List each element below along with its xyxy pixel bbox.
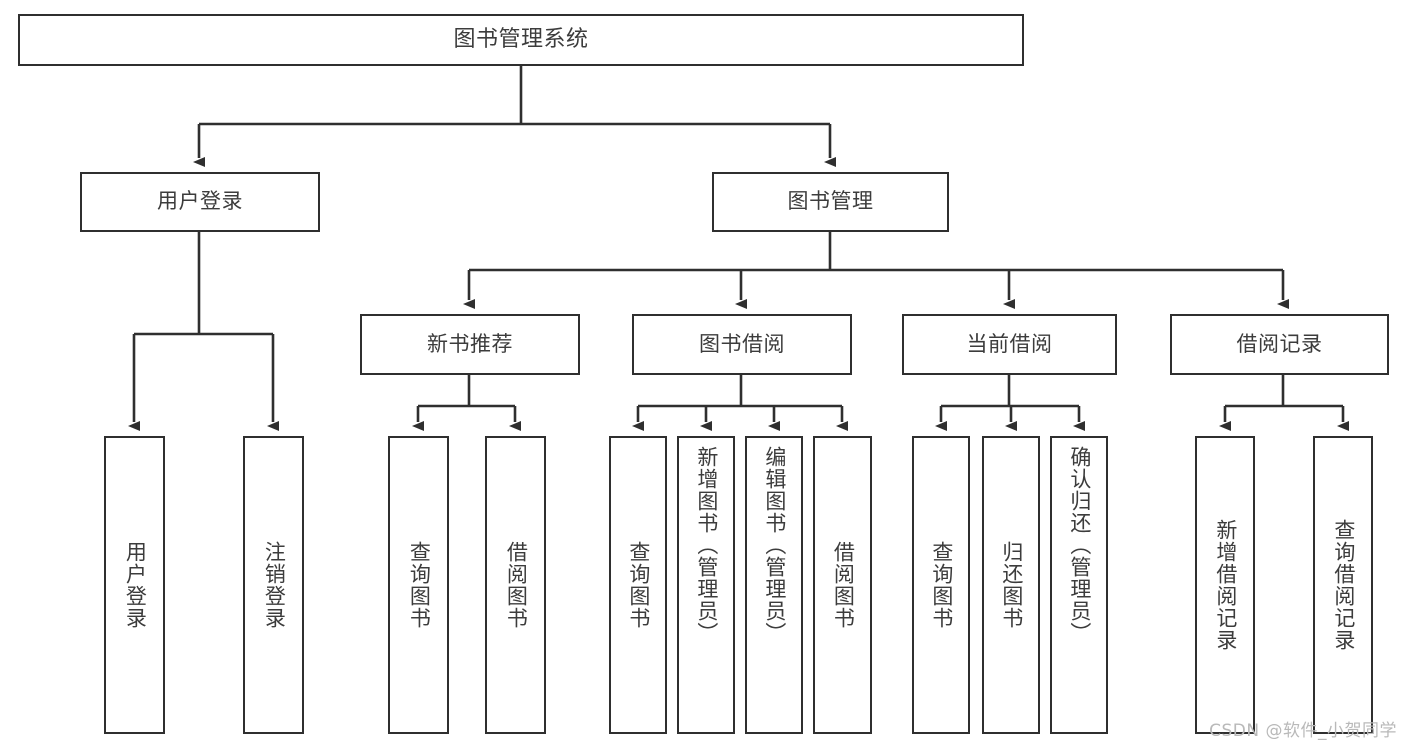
node-book-borrow[interactable]: 图书借阅 (632, 314, 852, 375)
node-leaf-query-borrow-record[interactable]: 查询借阅记录 (1313, 436, 1373, 734)
node-leaf-add-book-admin-label: 新增图书（管理员） (694, 446, 719, 644)
csdn-watermark: CSDN @软件_小贺同学 (1209, 721, 1397, 741)
node-leaf-borrow-book-2-label: 借阅图书 (831, 541, 856, 629)
node-leaf-logout-label: 注销登录 (262, 541, 287, 629)
node-leaf-user-login-label: 用户登录 (123, 541, 148, 629)
node-borrow-record-label: 借阅记录 (1236, 331, 1323, 356)
node-leaf-user-login[interactable]: 用户登录 (104, 436, 165, 734)
node-leaf-query-book-3-label: 查询图书 (929, 541, 954, 629)
node-leaf-query-book-1-label: 查询图书 (407, 541, 432, 629)
node-borrow-record[interactable]: 借阅记录 (1170, 314, 1389, 375)
node-leaf-add-book-admin[interactable]: 新增图书（管理员） (677, 436, 735, 734)
node-book-manage[interactable]: 图书管理 (712, 172, 949, 232)
node-book-borrow-label: 图书借阅 (699, 331, 785, 356)
node-leaf-borrow-book-1[interactable]: 借阅图书 (485, 436, 546, 734)
node-current-borrow-label: 当前借阅 (966, 331, 1053, 356)
node-book-manage-label: 图书管理 (787, 189, 874, 214)
node-leaf-edit-book-admin[interactable]: 编辑图书（管理员） (745, 436, 803, 734)
node-new-book-recommend-label: 新书推荐 (427, 331, 513, 356)
node-leaf-edit-book-admin-label: 编辑图书（管理员） (762, 446, 787, 644)
node-leaf-borrow-book-1-label: 借阅图书 (504, 541, 529, 629)
node-new-book-recommend[interactable]: 新书推荐 (360, 314, 580, 375)
node-root-system[interactable]: 图书管理系统 (18, 14, 1024, 66)
node-leaf-query-book-1[interactable]: 查询图书 (388, 436, 449, 734)
node-root-label: 图书管理系统 (453, 26, 589, 52)
node-leaf-return-book-label: 归还图书 (999, 541, 1024, 629)
node-leaf-confirm-return-admin[interactable]: 确认归还（管理员） (1050, 436, 1108, 734)
node-leaf-query-book-2-label: 查询图书 (626, 541, 651, 629)
node-leaf-add-borrow-record-label: 新增借阅记录 (1213, 519, 1238, 651)
node-current-borrow[interactable]: 当前借阅 (902, 314, 1117, 375)
node-user-login[interactable]: 用户登录 (80, 172, 320, 232)
node-leaf-add-borrow-record[interactable]: 新增借阅记录 (1195, 436, 1255, 734)
node-leaf-query-book-3[interactable]: 查询图书 (912, 436, 970, 734)
node-leaf-query-borrow-record-label: 查询借阅记录 (1331, 519, 1356, 651)
node-leaf-logout[interactable]: 注销登录 (243, 436, 304, 734)
node-leaf-borrow-book-2[interactable]: 借阅图书 (813, 436, 872, 734)
node-leaf-return-book[interactable]: 归还图书 (982, 436, 1040, 734)
node-user-login-label: 用户登录 (157, 189, 243, 214)
node-leaf-query-book-2[interactable]: 查询图书 (609, 436, 667, 734)
node-leaf-confirm-return-admin-label: 确认归还（管理员） (1067, 446, 1092, 644)
